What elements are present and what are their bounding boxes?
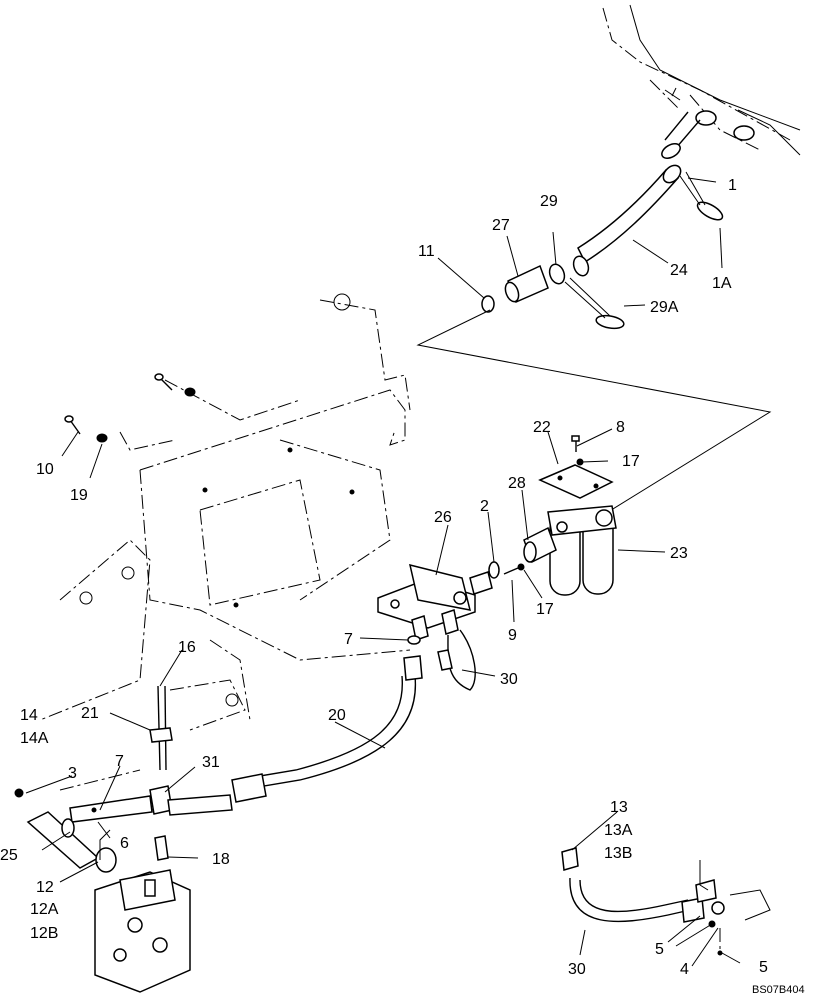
leader-lines xyxy=(25,177,741,967)
hose-30-fitting xyxy=(437,649,453,671)
tee-and-line-25 xyxy=(26,785,233,873)
callout-20: 20 xyxy=(328,707,346,724)
bolt-line-10 xyxy=(119,431,176,451)
hose-20 xyxy=(231,655,423,803)
drawing-code: BS07B404 xyxy=(752,984,805,996)
callout-6: 6 xyxy=(120,835,129,852)
callout-25: 25 xyxy=(0,847,18,864)
frame-plate xyxy=(39,293,411,731)
bolt-line-upper xyxy=(164,379,301,421)
callout-21: 21 xyxy=(81,705,99,722)
machine-frame-corner xyxy=(602,4,801,156)
callout-13a: 13A xyxy=(604,822,633,839)
callout-5-right: 5 xyxy=(759,959,768,976)
callout-24: 24 xyxy=(670,262,688,279)
callout-17-upper: 17 xyxy=(622,453,640,470)
callout-18: 18 xyxy=(212,851,230,868)
bolt-10-washer-19 xyxy=(64,373,196,443)
callout-labels: 1 1A 29 27 24 29A 11 8 22 17 28 26 2 23 … xyxy=(0,177,805,996)
callout-12: 12 xyxy=(36,879,54,896)
callout-13b: 13B xyxy=(604,845,632,862)
callout-10: 10 xyxy=(36,461,54,478)
support-bracket xyxy=(14,685,173,798)
hose-30-upper xyxy=(447,629,476,691)
callout-12b: 12B xyxy=(30,925,58,942)
callout-31: 31 xyxy=(202,754,220,771)
valve-block-26 xyxy=(377,563,493,641)
callout-28: 28 xyxy=(508,475,526,492)
callout-3: 3 xyxy=(68,765,77,782)
callout-23: 23 xyxy=(670,545,688,562)
callout-8: 8 xyxy=(616,419,625,436)
callout-13: 13 xyxy=(610,799,628,816)
callout-1: 1 xyxy=(728,177,737,194)
callout-29: 29 xyxy=(540,193,558,210)
seal-7-upper xyxy=(407,635,421,645)
callout-9: 9 xyxy=(508,627,517,644)
callout-2: 2 xyxy=(480,498,489,515)
callout-27: 27 xyxy=(492,217,510,234)
callout-16: 16 xyxy=(178,639,196,656)
callout-7-lower: 7 xyxy=(115,753,124,770)
reference-line xyxy=(416,309,772,513)
callout-29a: 29A xyxy=(650,299,679,316)
filter-assembly xyxy=(488,435,617,596)
callout-4: 4 xyxy=(680,961,689,978)
callout-5-left: 5 xyxy=(655,941,664,958)
callout-14a: 14A xyxy=(20,730,49,747)
callout-19: 19 xyxy=(70,487,88,504)
callout-17-lower: 17 xyxy=(536,601,554,618)
inset-detail xyxy=(561,847,771,956)
callout-26: 26 xyxy=(434,509,452,526)
callout-7-upper: 7 xyxy=(344,631,353,648)
callout-1a: 1A xyxy=(712,275,732,292)
callout-12a: 12A xyxy=(30,901,59,918)
control-valve xyxy=(94,869,191,993)
callout-14: 14 xyxy=(20,707,38,724)
callout-30-main: 30 xyxy=(500,671,518,688)
callout-22: 22 xyxy=(533,419,551,436)
callout-11: 11 xyxy=(418,243,435,260)
suction-hose-assembly xyxy=(481,111,724,330)
callout-30-inset: 30 xyxy=(568,961,586,978)
